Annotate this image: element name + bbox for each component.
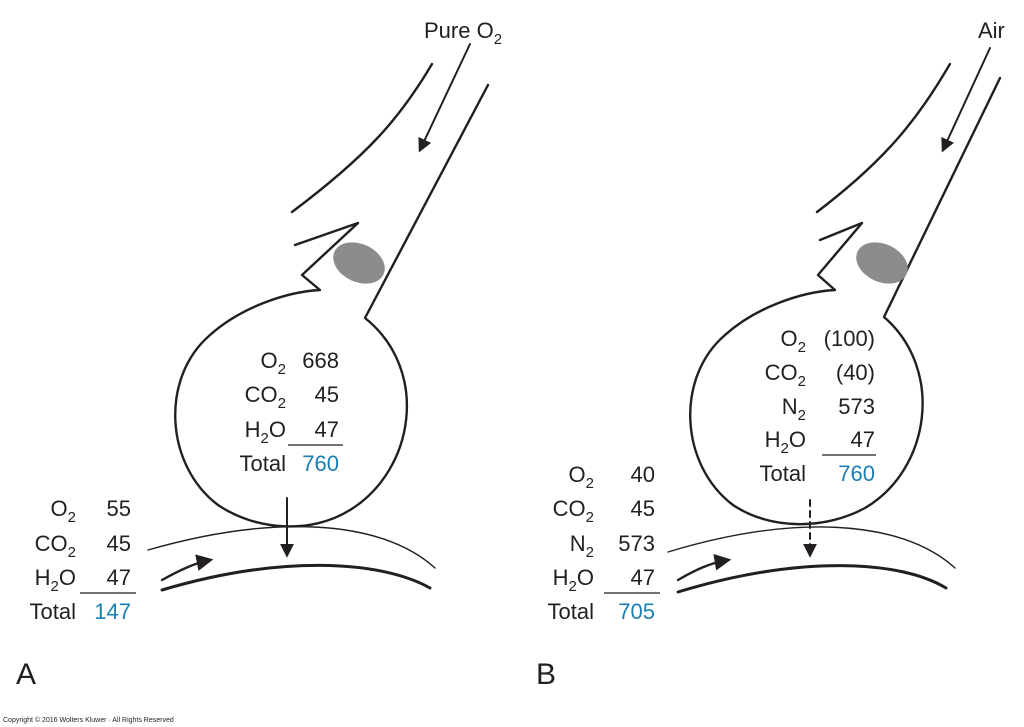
panel-a-capillary-upper-wall [147, 525, 436, 569]
gas-name: N2 [782, 394, 806, 424]
gas-value: 47 [631, 565, 655, 590]
gas-name: H2O [35, 565, 76, 595]
total-value: 705 [618, 599, 655, 624]
panel-b-inflow-arrow [941, 47, 991, 153]
panel-a-airway-upper-wall [290, 62, 434, 214]
panel-b-capillary-lower-wall [676, 564, 948, 594]
gas-name: O2 [569, 462, 594, 492]
panel-a-capillary-table: O2 55 CO2 45 H2O 47 Total 147 [30, 496, 136, 624]
panel-a-letter: A [16, 658, 36, 691]
panel-a-capillary-lower-wall [160, 563, 432, 592]
panel-b-capillary-upper-wall [667, 526, 956, 569]
gas-name: H2O [245, 417, 286, 447]
total-label: Total [240, 451, 286, 476]
gas-name: O2 [781, 326, 806, 356]
gas-name: H2O [553, 565, 594, 595]
panel-a-blood-flow-arrow [160, 554, 214, 582]
panel-b-alveolus-table: O2 (100) CO2 (40) N2 573 H2O 47 Total 76… [760, 326, 876, 486]
gas-value: 55 [107, 496, 131, 521]
total-value: 147 [94, 599, 131, 624]
gas-value: 47 [107, 565, 131, 590]
gas-value: 45 [315, 382, 339, 407]
gas-value: 668 [302, 348, 339, 373]
gas-value: 40 [631, 462, 655, 487]
gas-name: CO2 [765, 360, 806, 390]
gas-value: 573 [618, 531, 655, 556]
panel-b-blood-flow-arrow [676, 553, 732, 582]
gas-name: CO2 [553, 496, 594, 526]
panel-a-airway-outline [174, 83, 490, 528]
gas-name: O2 [261, 348, 286, 378]
gas-name: H2O [765, 427, 806, 457]
gas-value: 573 [838, 394, 875, 419]
panel-b-gas-label: Air [978, 18, 1005, 43]
total-value: 760 [838, 461, 875, 486]
panel-a-airway-blockage [333, 242, 385, 284]
panel-b-letter: B [536, 658, 556, 691]
total-value: 760 [302, 451, 339, 476]
panel-b-airway-upper-wall [815, 62, 952, 214]
gas-value: 45 [107, 531, 131, 556]
panel-b-airway-blockage [856, 242, 908, 284]
gas-value: (40) [836, 360, 875, 385]
gas-value: 47 [851, 427, 875, 452]
panel-a-gas-label: Pure O2 [424, 18, 502, 48]
panel-b: Air O2 (100) CO2 (40) N2 573 H2O 47 Tota… [536, 18, 1005, 691]
gas-name: O2 [51, 496, 76, 526]
gas-value: 45 [631, 496, 655, 521]
gas-value: 47 [315, 417, 339, 442]
total-label: Total [30, 599, 76, 624]
gas-name: N2 [570, 531, 594, 561]
total-label: Total [760, 461, 806, 486]
panel-a-inflow-arrow [418, 43, 471, 153]
panel-b-capillary-table: O2 40 CO2 45 N2 573 H2O 47 Total 705 [548, 462, 660, 624]
panel-b-airway-outline [689, 76, 1002, 526]
gas-value: (100) [824, 326, 875, 351]
gas-name: CO2 [245, 382, 286, 412]
panel-a-alveolus-table: O2 668 CO2 45 H2O 47 Total 760 [240, 348, 343, 476]
gas-name: CO2 [35, 531, 76, 561]
total-label: Total [548, 599, 594, 624]
copyright-notice: Copyright © 2016 Wolters Kluwer · All Ri… [3, 716, 174, 724]
panel-a: Pure O2 O2 668 CO2 45 H2O 47 Total 760 O… [16, 18, 502, 691]
